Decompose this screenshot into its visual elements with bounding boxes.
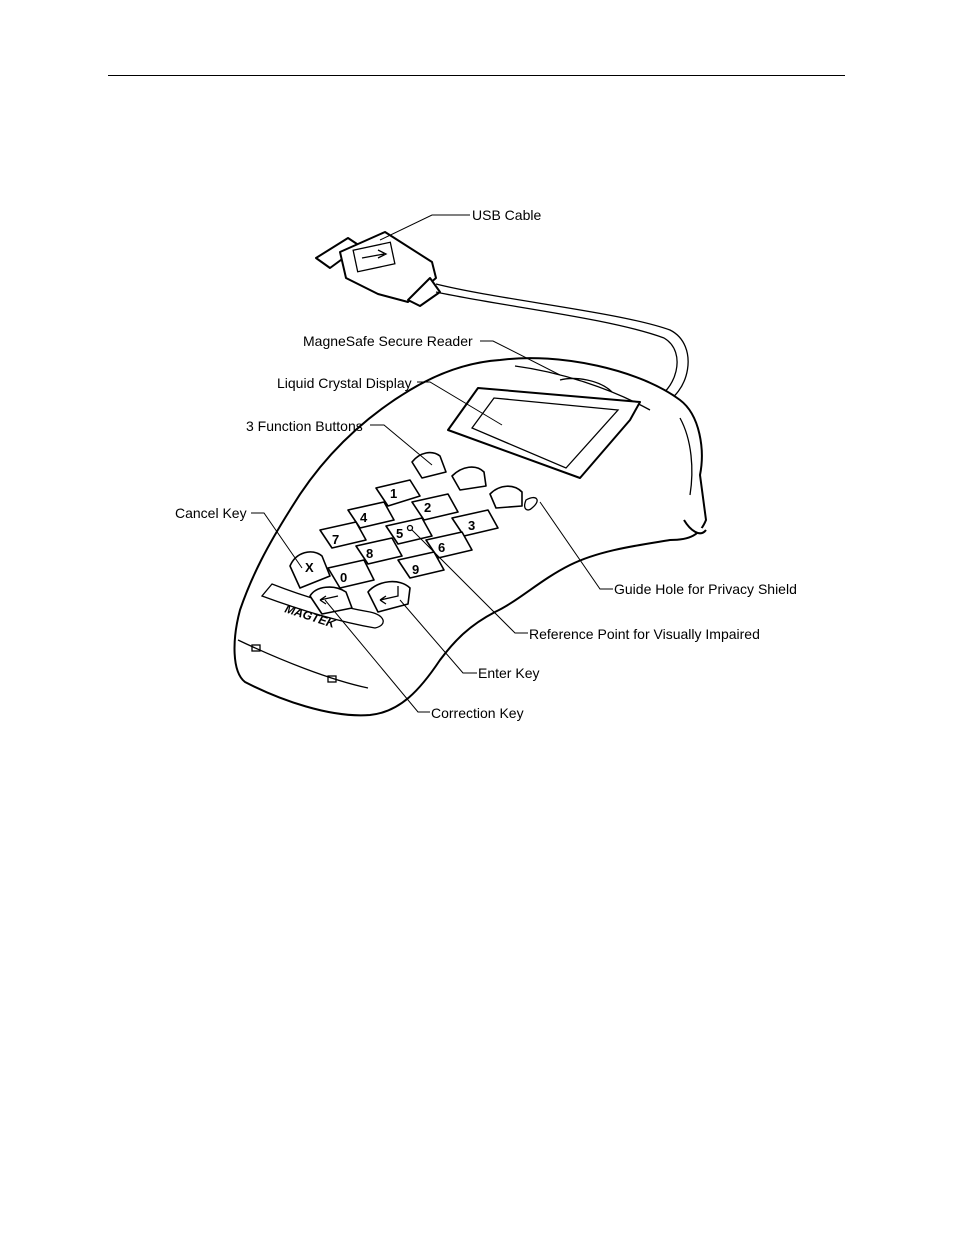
svg-text:1: 1	[390, 486, 397, 501]
svg-text:9: 9	[412, 562, 419, 577]
svg-text:8: 8	[366, 546, 373, 561]
label-correction-key: Correction Key	[431, 705, 524, 721]
label-guide-hole: Guide Hole for Privacy Shield	[614, 581, 797, 597]
svg-text:5: 5	[396, 526, 403, 541]
label-reference-point: Reference Point for Visually Impaired	[529, 626, 760, 642]
label-magnesafe-reader: MagneSafe Secure Reader	[303, 333, 473, 349]
label-enter-key: Enter Key	[478, 665, 539, 681]
svg-text:4: 4	[360, 510, 368, 525]
function-button-3	[490, 486, 522, 508]
label-cancel-key: Cancel Key	[175, 505, 247, 521]
svg-text:2: 2	[424, 500, 431, 515]
label-lcd: Liquid Crystal Display	[277, 375, 412, 391]
usb-connector	[316, 232, 440, 306]
svg-text:3: 3	[468, 518, 475, 533]
svg-text:X: X	[305, 560, 314, 575]
svg-text:6: 6	[438, 540, 445, 555]
svg-text:7: 7	[332, 532, 339, 547]
label-usb-cable: USB Cable	[472, 207, 541, 223]
svg-text:0: 0	[340, 570, 347, 585]
label-function-buttons: 3 Function Buttons	[246, 418, 363, 434]
